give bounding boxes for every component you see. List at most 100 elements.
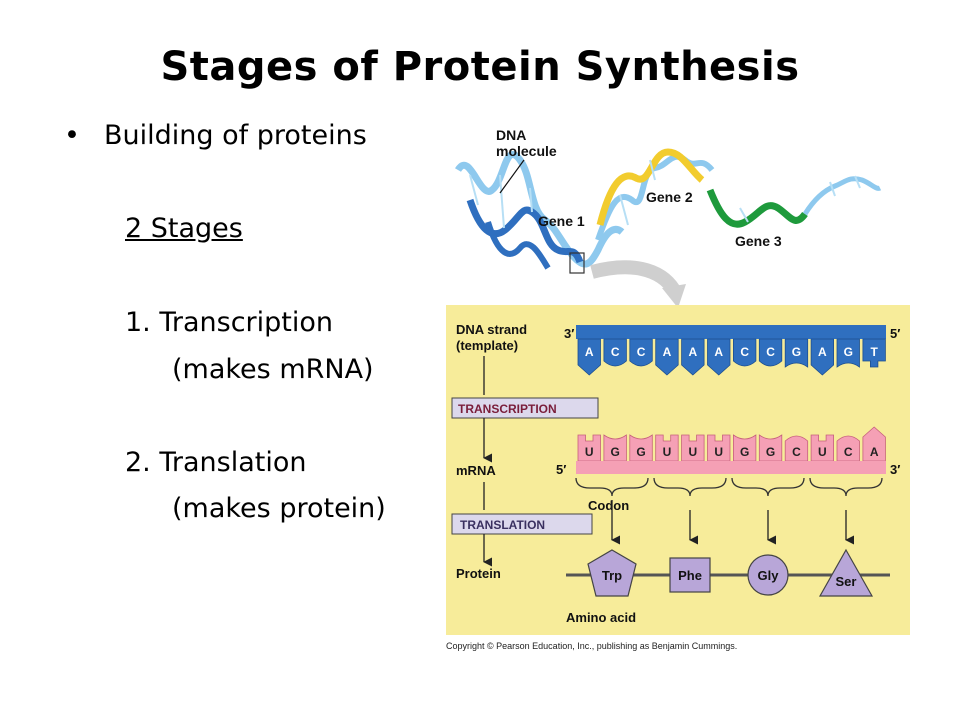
translation-bar [451, 513, 593, 535]
dna-label-line-2: molecule [496, 143, 557, 159]
dna-base-letter: A [585, 345, 594, 359]
copyright-notice: Copyright © Pearson Education, Inc., pub… [446, 641, 737, 651]
mrna-5prime: 5′ [556, 462, 566, 477]
amino-acid-ser: Ser [836, 574, 857, 589]
dna-base-letter: A [714, 345, 723, 359]
mrna-base-letter: U [689, 445, 698, 459]
dna-base-tile [655, 338, 679, 376]
dna-base-letter: G [844, 345, 853, 359]
dna-base-tile [603, 338, 627, 367]
bullet-text: Building of proteins [104, 120, 367, 151]
codon-braces [575, 477, 883, 497]
dna-strand-end [802, 176, 882, 216]
gene-1-label: Gene 1 [538, 213, 585, 229]
transcription-label: TRANSCRIPTION [458, 402, 557, 416]
amino-acid-label: Amino acid [566, 610, 636, 625]
mrna-base-letter: U [585, 445, 594, 459]
mrna-base-tile [655, 434, 679, 462]
dna-base-tile [577, 338, 601, 376]
dna-strand-label-1: DNA strand [456, 322, 527, 337]
gene-1-strand [466, 198, 584, 264]
gene-1-segment-marker [569, 252, 585, 274]
stage-1-label: 1. Transcription [125, 307, 333, 338]
amino-acid-trp: Trp [602, 568, 622, 583]
mrna-3prime: 3′ [890, 462, 900, 477]
dna-base-letter: C [611, 345, 620, 359]
translation-label: TRANSLATION [460, 518, 545, 532]
dna-base-tile [758, 338, 783, 367]
mrna-base-tile [707, 434, 731, 462]
dna-label-line-1: DNA [496, 127, 526, 143]
mrna-label: mRNA [456, 463, 496, 478]
dna-base-letter: C [637, 345, 646, 359]
gene-3-label: Gene 3 [735, 233, 782, 249]
dna-base-tile [629, 338, 653, 367]
dna-strand-label-2: (template) [456, 338, 518, 353]
stage-1-note: (makes mRNA) [172, 354, 374, 385]
dna-base-letter: A [818, 345, 827, 359]
mrna-base-tile [784, 435, 809, 462]
dna-base-tile [862, 338, 886, 368]
mrna-backbone [576, 461, 886, 474]
dna-base-tile [733, 338, 757, 367]
codon-brace-1 [575, 477, 649, 497]
mrna-base-letter: A [870, 445, 879, 459]
mrna-base-tile [733, 434, 757, 462]
mrna-base-letter: U [714, 445, 723, 459]
mrna-base-letter: G [636, 445, 645, 459]
dna-base-tile [681, 338, 705, 376]
gene-2-label: Gene 2 [646, 189, 693, 205]
dna-helix [455, 148, 882, 274]
codon-brace-3 [731, 477, 805, 497]
transcription-bar [451, 397, 599, 419]
protein-label: Protein [456, 566, 501, 581]
dna-base-tile [707, 338, 731, 376]
amino-acid-trp-shape [587, 549, 637, 597]
dna-base-letter: A [689, 345, 698, 359]
amino-acid-gly: Gly [758, 568, 780, 583]
dna-3prime: 3′ [564, 326, 574, 341]
slide-title: Stages of Protein Synthesis [160, 44, 800, 90]
amino-acid-phe-shape [669, 557, 711, 593]
codon-brace-4 [809, 477, 883, 497]
amino-acid-gly-shape [747, 554, 789, 596]
dna-base-tile [810, 338, 834, 376]
dna-base-letter: C [740, 345, 749, 359]
dna-base-tile [784, 338, 809, 368]
mrna-base-tile [629, 434, 653, 462]
mrna-base-letter: C [844, 445, 853, 459]
mrna-base-letter: G [766, 445, 775, 459]
amino-acid-ser-shape [818, 548, 874, 597]
mrna-base-letter: G [610, 445, 619, 459]
zoom-arrow-head [662, 284, 686, 308]
dna-base-letter: A [663, 345, 672, 359]
gene-1-strand-2 [485, 221, 551, 270]
amino-acid-phe: Phe [678, 568, 702, 583]
dna-strand-light [455, 150, 625, 268]
bullet-dot-icon: • [64, 120, 80, 151]
dna-5prime: 5′ [890, 326, 900, 341]
dna-base-letter: C [766, 345, 775, 359]
mrna-base-tile [758, 434, 783, 462]
stages-heading: 2 Stages [125, 213, 243, 244]
mrna-base-letter: G [740, 445, 749, 459]
dna-label-pointer [499, 159, 525, 194]
dna-base-letter: G [792, 345, 801, 359]
gene-3-strand [706, 188, 808, 228]
dna-base-tile [836, 338, 860, 368]
mrna-base-letter: U [818, 445, 827, 459]
mrna-base-tile [836, 435, 860, 462]
zoom-arrow [590, 260, 680, 295]
mrna-base-tile [810, 434, 834, 462]
codon-brace-2 [653, 477, 727, 497]
dna-base-letter: T [870, 345, 878, 359]
mrna-base-tile [603, 434, 627, 462]
mrna-base-letter: C [792, 445, 801, 459]
mrna-base-tile [577, 434, 601, 462]
stage-2-label: 2. Translation [125, 447, 307, 478]
codon-label: Codon [588, 498, 629, 513]
gene-2-strand [596, 148, 705, 226]
mrna-base-letter: U [663, 445, 672, 459]
